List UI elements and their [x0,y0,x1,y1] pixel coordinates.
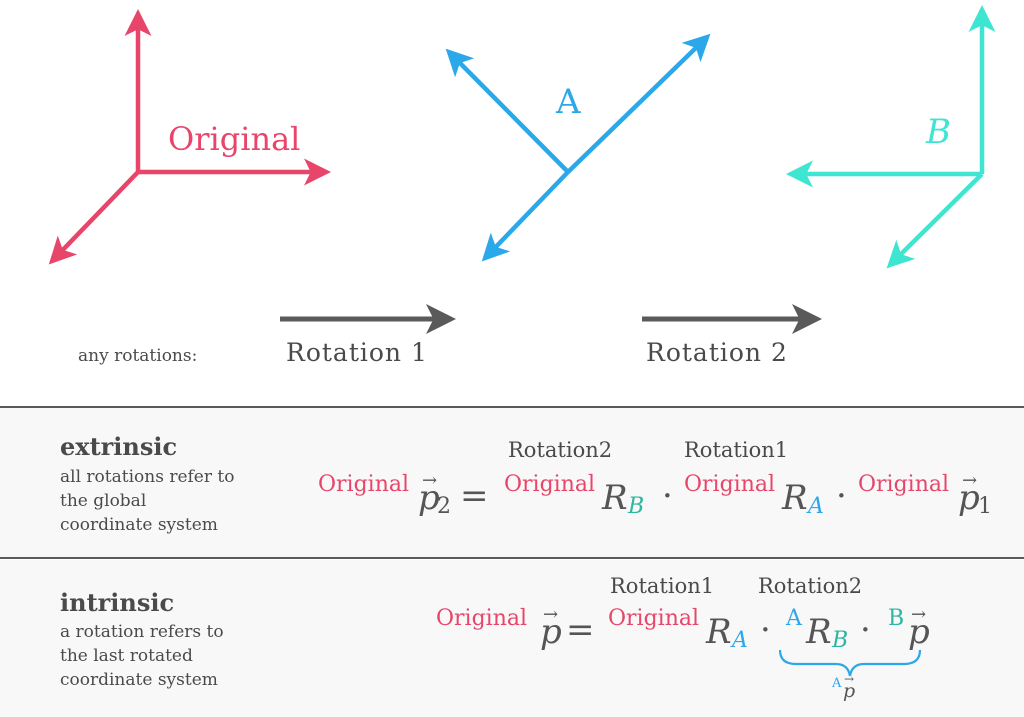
int-term1-sup: Original [608,606,700,631]
rotation-1-label: Rotation 1 [286,338,428,367]
int-term3-symbol: p [908,612,930,652]
intrinsic-title: intrinsic [60,588,175,617]
ext-equals: = [460,476,489,516]
frame-b-label: B [926,112,951,152]
separator-bottom [0,557,1024,559]
brace-symbol: p [843,680,856,702]
intrinsic-rotation-label-1: Rotation1 [610,574,715,598]
ext-term2-sup: Original [684,472,776,497]
frame-b-axis-3 [886,172,984,269]
ext-lhs-symbol: p [418,478,440,518]
original-frame [48,9,331,265]
brace-vector-arrow: → [844,672,855,686]
ext-dot-2: · [836,476,847,516]
int-dot-2: · [860,610,871,650]
any-rotations-label: any rotations: [78,346,198,366]
ext-lhs-vector-arrow: → [422,470,438,491]
int-term2-symbol: R [806,612,832,652]
ext-term3-symbol: p [958,478,980,518]
frame-a-axis-2 [445,48,570,174]
ext-term3-sub: 1 [978,494,992,519]
extrinsic-rotation-label-2: Rotation1 [684,438,789,462]
int-term2-sub: B [832,628,849,653]
ext-lhs-sup: Original [318,472,410,497]
extrinsic-description-line-1: all rotations refer to [60,467,235,487]
original-frame-label: Original [168,120,301,158]
frame-a-axis-1 [566,33,711,174]
ext-term1-symbol: R [602,478,628,518]
intrinsic-description-line-1: a rotation refers to [60,622,224,642]
ext-lhs-sub: 2 [437,494,451,519]
frame-a [445,33,711,262]
int-dot-1: · [760,610,771,650]
int-term2-sup: A [786,606,802,631]
frame-a-label: A [556,82,581,122]
int-term1-sub: A [732,628,748,653]
rotation-2-label: Rotation 2 [646,338,788,367]
intrinsic-description-line-2: the last rotated [60,646,193,666]
brace-sup: A [832,676,842,691]
ext-dot-1: · [662,476,673,516]
ext-term1-sup: Original [504,472,596,497]
intrinsic-rotation-label-2: Rotation2 [758,574,863,598]
ext-term3-sup: Original [858,472,950,497]
separator-top [0,406,1024,408]
extrinsic-panel [0,408,1024,558]
int-equals: = [566,610,595,650]
frame-a-axis-3 [481,170,570,262]
ext-term2-symbol: R [782,478,808,518]
int-term3-vector-arrow: → [911,604,927,625]
underbrace [778,649,922,677]
extrinsic-rotation-label-1: Rotation2 [508,438,613,462]
original-y-axis [48,170,140,265]
frame-b [786,5,996,269]
extrinsic-description-line-2: the global [60,491,147,511]
ext-term3-vector-arrow: → [962,470,978,491]
int-lhs-vector-arrow: → [543,604,559,625]
ext-term1-sub: B [628,494,645,519]
int-lhs-sup: Original [436,606,528,631]
intrinsic-description-line-3: coordinate system [60,670,218,690]
extrinsic-description-line-3: coordinate system [60,515,218,535]
int-term1-symbol: R [706,612,732,652]
int-term3-sup: B [888,606,905,631]
extrinsic-title: extrinsic [60,432,178,461]
int-lhs-symbol: p [540,612,562,652]
ext-term2-sub: A [808,494,824,519]
intrinsic-panel [0,560,1024,717]
